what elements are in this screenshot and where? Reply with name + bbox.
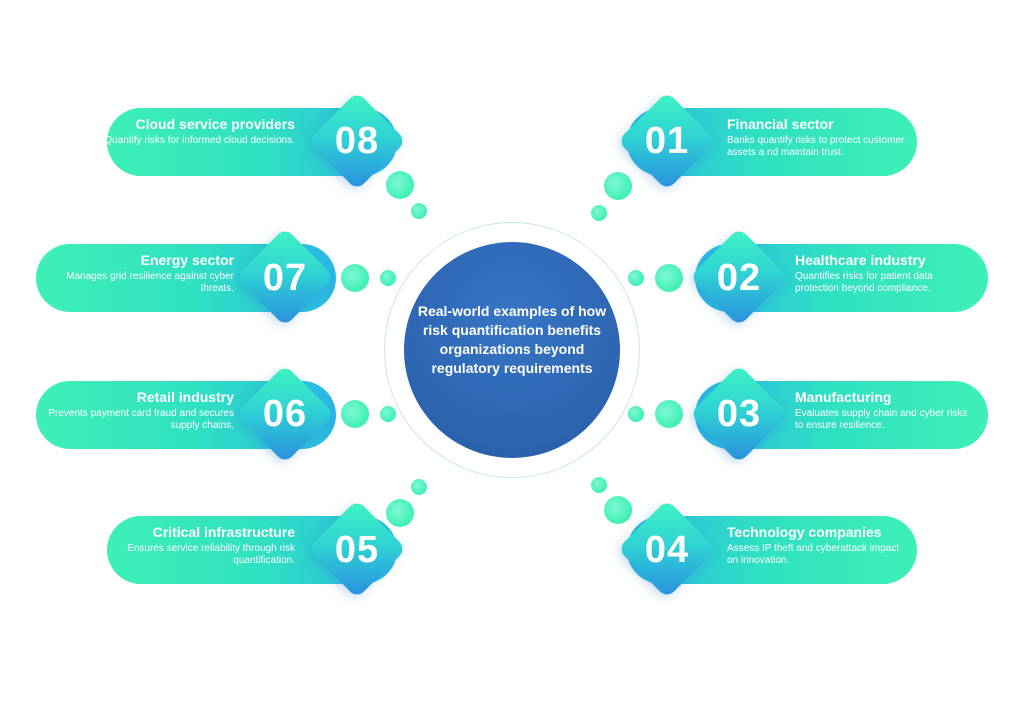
- item-number: 05: [334, 529, 380, 571]
- item-description: Quantifies risks for patient data protec…: [795, 271, 933, 294]
- connector-dot: [604, 496, 632, 524]
- item-number: 08: [334, 120, 380, 162]
- item-description: Ensures service reliability through risk…: [127, 543, 295, 566]
- connector-dot: [411, 203, 427, 219]
- item-title: Technology companies: [727, 524, 882, 540]
- item-title: Healthcare industry: [795, 252, 926, 268]
- connector-dot: [386, 499, 414, 527]
- connector-dot: [655, 264, 683, 292]
- connector-dot: [628, 270, 644, 286]
- item-number: 04: [644, 529, 690, 571]
- connector-dot: [411, 479, 427, 495]
- connector-dot: [380, 406, 396, 422]
- connector-dot: [628, 406, 644, 422]
- item-title: Critical infrastructure: [152, 524, 295, 540]
- item-description: Prevents payment card fraud and secures …: [48, 408, 234, 431]
- item-number: 03: [716, 393, 762, 435]
- item-number: 07: [262, 257, 308, 299]
- center-circle: [404, 242, 620, 458]
- item-description: Banks quantify risks to protect customer…: [727, 135, 905, 158]
- center-ring: [384, 222, 640, 478]
- item-number: 02: [716, 257, 762, 299]
- item-description: Quantify risks for informed cloud decisi…: [104, 135, 295, 146]
- connector-dot: [655, 400, 683, 428]
- item-title: Retail industry: [136, 389, 234, 405]
- item-title: Financial sector: [727, 116, 834, 132]
- item-title: Energy sector: [140, 252, 234, 268]
- item-description: Manages grid resilience against cyber th…: [66, 271, 234, 294]
- connector-dot: [591, 205, 607, 221]
- item-description: Evaluates supply chain and cyber risks t…: [795, 408, 968, 431]
- item-title: Cloud service providers: [135, 116, 295, 132]
- connector-dot: [341, 400, 369, 428]
- connector-dot: [380, 270, 396, 286]
- item-number: 01: [644, 120, 690, 162]
- center-title: Real-world examples of how risk quantifi…: [417, 303, 607, 376]
- connector-dot: [604, 172, 632, 200]
- item-description: Assess IP theft and cyberattack impact o…: [727, 543, 900, 566]
- item-number: 06: [262, 393, 308, 435]
- connector-dot: [386, 171, 414, 199]
- connector-dot: [341, 264, 369, 292]
- item-title: Manufacturing: [795, 389, 892, 405]
- connector-dot: [591, 477, 607, 493]
